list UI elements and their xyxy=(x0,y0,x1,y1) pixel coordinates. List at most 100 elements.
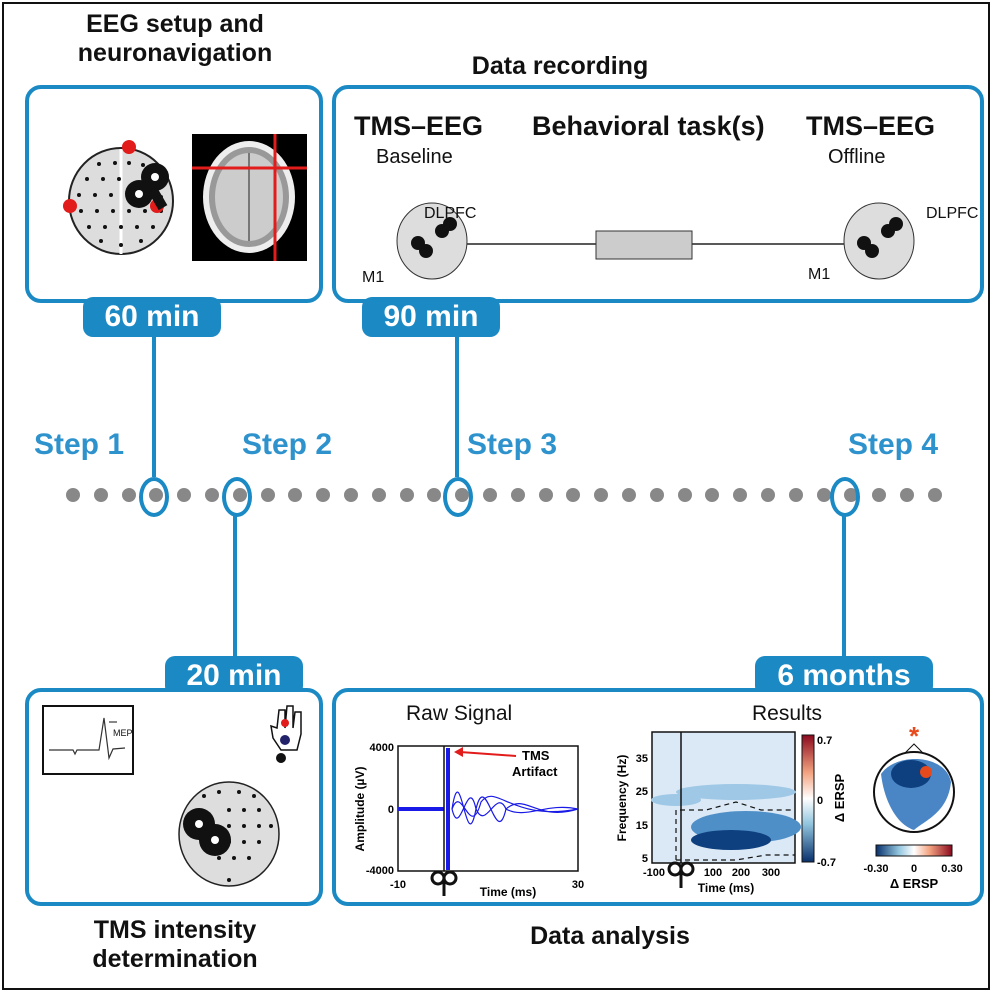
timeline-dot xyxy=(483,488,497,502)
tf-ytick-15: 15 xyxy=(636,820,648,832)
timeline-dot xyxy=(66,488,80,502)
timeline-dot xyxy=(761,488,775,502)
raw-ytick-neg4000: -4000 xyxy=(366,865,394,877)
behavioral-task-title: Behavioral task(s) xyxy=(532,111,765,141)
baseline-subtitle: Baseline xyxy=(376,146,453,168)
topo-tick-min: -0.30 xyxy=(863,863,888,875)
tms-intensity-illustration xyxy=(42,705,302,887)
timeline-dot xyxy=(510,488,525,502)
tms-coil-icon xyxy=(125,163,169,211)
step1-connector xyxy=(152,337,156,477)
analysis-charts: TMS Artifact 4000 0 -4000 -10 30 Time (m… xyxy=(353,721,963,899)
step1-marker xyxy=(139,477,169,517)
artifact-arrowhead xyxy=(454,747,463,757)
raw-xtick-neg10: -10 xyxy=(390,879,406,891)
timeline-dot xyxy=(399,488,414,502)
topo-tick-max: 0.30 xyxy=(941,863,962,875)
raw-coil-icon xyxy=(430,870,458,896)
raw-signal-plot: TMS Artifact 4000 0 -4000 -10 30 Time (m… xyxy=(353,742,584,899)
timeline-dot xyxy=(927,488,942,502)
timeline-dot xyxy=(93,488,108,502)
raw-xtick-30: 30 xyxy=(572,879,584,891)
tf-ytick-5: 5 xyxy=(642,853,648,865)
step2-title: TMS intensity determination xyxy=(40,916,310,974)
cbar-tick-max: 0.7 xyxy=(817,735,832,747)
step3-title: Data recording xyxy=(471,52,649,80)
timeline-dot xyxy=(788,488,803,502)
tf-xtick-300: 300 xyxy=(762,867,780,879)
raw-ytick-4000: 4000 xyxy=(370,742,394,754)
step2-marker xyxy=(222,477,252,517)
topo-colorbar xyxy=(875,844,953,857)
step3-connector xyxy=(455,337,459,477)
raw-xlabel: Time (ms) xyxy=(480,885,536,899)
step2-title-line1: TMS intensity xyxy=(93,916,257,944)
ersp-heatmap: 0.7 0 -0.7 Δ ERSP 35 25 15 5 -100 100 20… xyxy=(615,731,847,895)
data-analysis-panel: Raw Signal Results TMS Artifact 4000 0 -… xyxy=(332,688,984,906)
artifact-label-line1: TMS xyxy=(522,748,550,763)
tf-xlabel: Time (ms) xyxy=(698,881,754,895)
offline-head-icon xyxy=(843,202,915,280)
timeline-dot xyxy=(733,488,748,502)
timeline-dot xyxy=(427,488,442,502)
timeline-dot xyxy=(816,488,831,502)
eeg-setup-panel xyxy=(25,85,323,303)
significance-asterisk: * xyxy=(909,721,920,751)
step2-title-line2: determination xyxy=(92,945,258,973)
tf-ylabel: Frequency (Hz) xyxy=(615,755,629,842)
timeline-dot xyxy=(177,488,192,502)
baseline-dlpfc-label: DLPFC xyxy=(424,205,477,222)
timeline-dot xyxy=(677,488,692,502)
ersp-colorbar xyxy=(801,734,815,863)
stimulation-site-marker xyxy=(920,766,932,778)
timeline-dot xyxy=(622,488,636,502)
step4-label: Step 4 xyxy=(848,428,939,461)
step1-title: EEG setup and neuronavigation xyxy=(40,10,310,68)
recording-timeline xyxy=(396,202,915,280)
baseline-title: TMS–EEG xyxy=(354,111,484,141)
tf-ytick-25: 25 xyxy=(636,786,648,798)
offline-m1-label: M1 xyxy=(808,266,831,283)
topo-label: Δ ERSP xyxy=(890,876,939,891)
tms-intensity-panel: MEP xyxy=(25,688,323,906)
step4-connector xyxy=(842,515,846,665)
timeline-dot xyxy=(344,488,358,502)
cbar-tick-0: 0 xyxy=(817,795,823,807)
artifact-label-line2: Artifact xyxy=(512,764,558,779)
step2-connector xyxy=(233,515,237,665)
timeline-dot xyxy=(371,488,386,502)
mep-waveform-box xyxy=(42,705,134,775)
tf-xtick-100: 100 xyxy=(704,867,722,879)
step3-label: Step 3 xyxy=(467,428,558,461)
timeline-dot xyxy=(705,488,720,502)
timeline-dot xyxy=(566,488,581,502)
timeline-dot xyxy=(316,488,331,502)
raw-trace-3 xyxy=(451,795,579,817)
tf-xtick-neg100: -100 xyxy=(643,867,665,879)
timeline-dot xyxy=(121,488,136,502)
timeline-dot xyxy=(900,488,914,502)
raw-signal-title: Raw Signal xyxy=(406,702,513,725)
artifact-arrow xyxy=(459,751,517,757)
mep-label: MEP xyxy=(113,728,133,738)
tms-artifact-trace xyxy=(446,748,450,870)
raw-ytick-0: 0 xyxy=(388,804,394,816)
baseline-m1-label: M1 xyxy=(362,269,385,286)
cbar-label: Δ ERSP xyxy=(832,773,847,822)
tf-xtick-200: 200 xyxy=(732,867,750,879)
data-recording-panel: TMS–EEG Baseline Behavioral task(s) TMS–… xyxy=(332,85,984,303)
heatmap-core xyxy=(691,830,771,850)
topo-tick-0: 0 xyxy=(911,863,917,875)
step2-label: Step 2 xyxy=(242,428,333,461)
baseline-head-icon xyxy=(396,202,468,280)
hand-emg-icon xyxy=(270,705,302,763)
tms-head-icon xyxy=(178,781,280,887)
heatmap-band-1 xyxy=(676,784,796,800)
timeline-dot xyxy=(872,488,887,502)
timeline-dot xyxy=(288,488,303,502)
timeline-dot xyxy=(260,488,275,502)
timeline-dot xyxy=(538,488,553,502)
timeline-dot xyxy=(649,488,664,502)
raw-ylabel: Amplitude (µV) xyxy=(353,767,367,852)
raw-trace-1 xyxy=(451,791,579,825)
